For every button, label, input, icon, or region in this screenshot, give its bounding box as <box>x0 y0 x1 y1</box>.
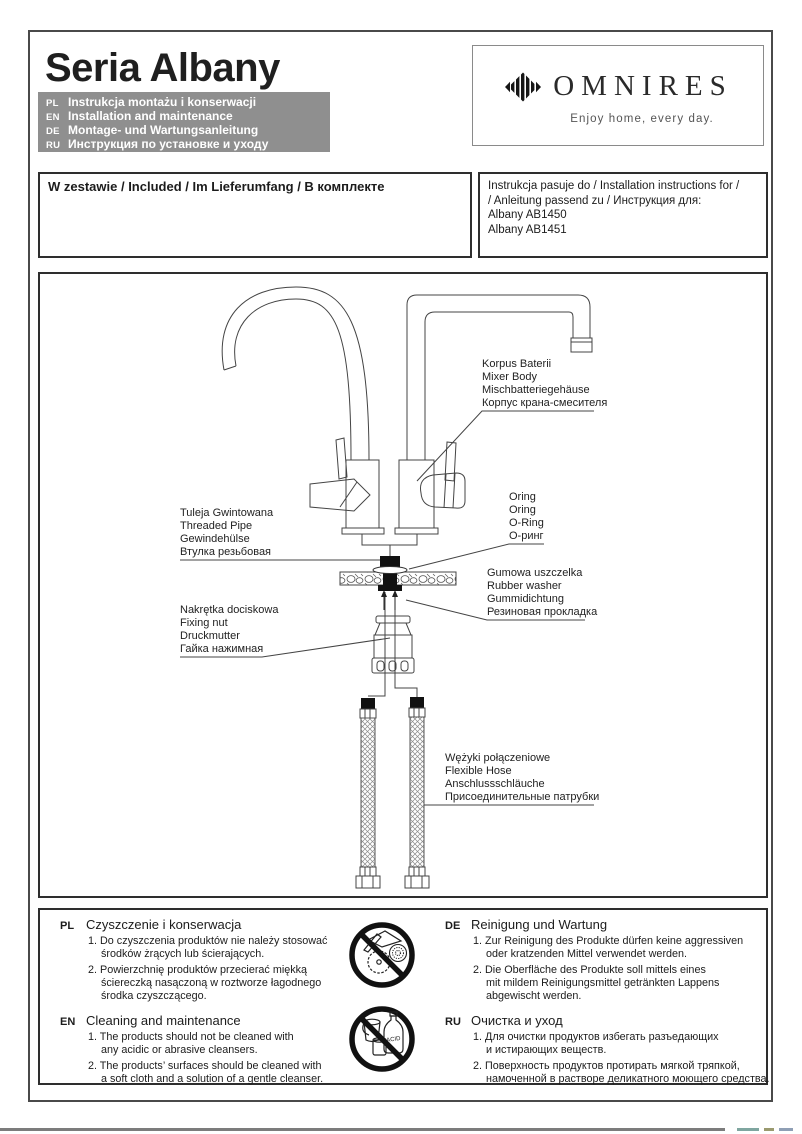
language-row-pl: PL Instrukcja montażu i konserwacji <box>46 95 330 109</box>
acid-label: ACID <box>386 1036 402 1044</box>
faucet-angular <box>394 294 593 535</box>
language-row-de: DE Montage- und Wartungsanleitung <box>46 123 330 137</box>
care-item: 2. Die Oberfläche des Produkte soll mitt… <box>473 964 720 1002</box>
page-title: Seria Albany <box>45 46 280 90</box>
brand-logo-box: OMNIRES Enjoy home, every day. <box>472 45 764 146</box>
care-code: EN <box>60 1016 76 1028</box>
brand-tagline: Enjoy home, every day. <box>570 112 714 125</box>
scan-speck <box>737 1128 759 1131</box>
language-row-en: EN Installation and maintenance <box>46 109 330 123</box>
page-border <box>28 30 773 1102</box>
flexible-hose-right <box>404 697 430 889</box>
language-title: Instrukcja montażu i konserwacji <box>68 95 257 109</box>
no-abrasive-tools-icon <box>349 922 415 988</box>
applies-to-box: Instrukcja pasuje do / Installation inst… <box>478 172 768 258</box>
care-code: PL <box>60 920 75 932</box>
label-flexible-hose: Wężyki połączeniowe Flexible Hose Anschl… <box>445 752 600 803</box>
language-code: EN <box>46 112 60 123</box>
care-item: 2. The products’ surfaces should be clea… <box>88 1060 324 1085</box>
care-section-pl: PL Czyszczenie i konserwacja 1. Do czysz… <box>60 917 390 1003</box>
prohibition-icons: ACID <box>349 922 415 1072</box>
oring <box>372 566 408 574</box>
faucet-assembly-drawing <box>180 286 594 889</box>
language-code: RU <box>46 140 61 151</box>
supply-pipes <box>368 592 418 697</box>
care-title: Cleaning and maintenance <box>86 1013 241 1028</box>
included-box: W zestawie / Included / Im Lieferumfang … <box>38 172 472 258</box>
no-acid-products-icon: ACID <box>349 1006 415 1072</box>
care-instructions-box: PL Czyszczenie i konserwacja 1. Do czysz… <box>38 908 770 1086</box>
care-code: RU <box>445 1016 461 1028</box>
label-mixer-body: Korpus Baterii Mixer Body Mischbatterieg… <box>482 358 608 409</box>
rubber-washer <box>378 585 402 591</box>
care-section-ru: RU Очистка и уход 1. Для очистки продукт… <box>445 1013 775 1086</box>
assembly-diagram-box: Korpus Baterii Mixer Body Mischbatterieg… <box>38 272 768 898</box>
care-item: 1. Для очистки продуктов избегать разъед… <box>473 1031 719 1056</box>
care-title: Reinigung und Wartung <box>471 917 608 932</box>
flexible-hose-left <box>355 698 381 889</box>
language-code: PL <box>46 98 59 109</box>
language-title: Инструкция по установке и уходу <box>68 137 269 151</box>
label-rubber-washer: Gumowa uszczelka Rubber washer Gummidich… <box>487 567 598 618</box>
countertop <box>339 571 457 586</box>
language-code: DE <box>46 126 60 137</box>
care-item: 2. Powierzchnię produktów przecierać mię… <box>88 964 322 1002</box>
leader-lines <box>180 410 594 806</box>
language-title-box: PL Instrukcja montażu i konserwacji EN I… <box>38 92 330 152</box>
language-title: Installation and maintenance <box>68 109 233 123</box>
arrow-up-icon <box>381 590 398 610</box>
care-item: 1. Zur Reinigung des Produkte dürfen kei… <box>473 935 744 960</box>
scan-speck <box>779 1128 793 1131</box>
language-row-ru: RU Инструкция по установке и уходу <box>46 137 330 151</box>
care-section-de: DE Reinigung und Wartung 1. Zur Reinigun… <box>445 917 775 1003</box>
applies-line: Instrukcja pasuje do / Installation inst… <box>488 180 740 192</box>
threaded-pipe-through <box>383 572 397 585</box>
care-title: Czyszczenie i konserwacja <box>86 917 242 932</box>
label-oring: Oring Oring O-Ring О-ринг <box>509 491 544 542</box>
scan-edge-line <box>0 1128 725 1131</box>
care-item: 1. The products should not be cleaned wi… <box>88 1031 294 1056</box>
included-box-title: W zestawie / Included / Im Lieferumfang … <box>48 179 385 194</box>
faucet-gooseneck <box>221 286 385 535</box>
language-title: Montage- und Wartungsanleitung <box>68 123 259 137</box>
label-fixing-nut: Nakrętka dociskowa Fixing nut Druckmutte… <box>180 604 279 655</box>
connector-lines <box>361 534 418 556</box>
brand-logo-row: OMNIRES <box>503 67 733 107</box>
label-threaded-pipe: Tuleja Gwintowana Threaded Pipe Gewindeh… <box>180 507 274 558</box>
scan-speck <box>764 1128 774 1131</box>
brand-name: OMNIRES <box>553 70 733 102</box>
care-section-en: EN Cleaning and maintenance 1. The produ… <box>60 1013 390 1086</box>
model-number: Albany AB1451 <box>488 223 567 236</box>
care-title: Очистка и уход <box>471 1013 563 1028</box>
applies-line: / Anleitung passend zu / Инструкция для: <box>488 194 702 207</box>
care-code: DE <box>445 920 461 932</box>
care-item: 2. Поверхность продуктов протирать мягко… <box>473 1060 770 1085</box>
striped-diamond-icon <box>505 72 542 101</box>
fixing-nut <box>371 615 415 674</box>
model-number: Albany AB1450 <box>488 209 567 221</box>
care-item: 1. Do czyszczenia produktów nie należy s… <box>88 935 328 960</box>
